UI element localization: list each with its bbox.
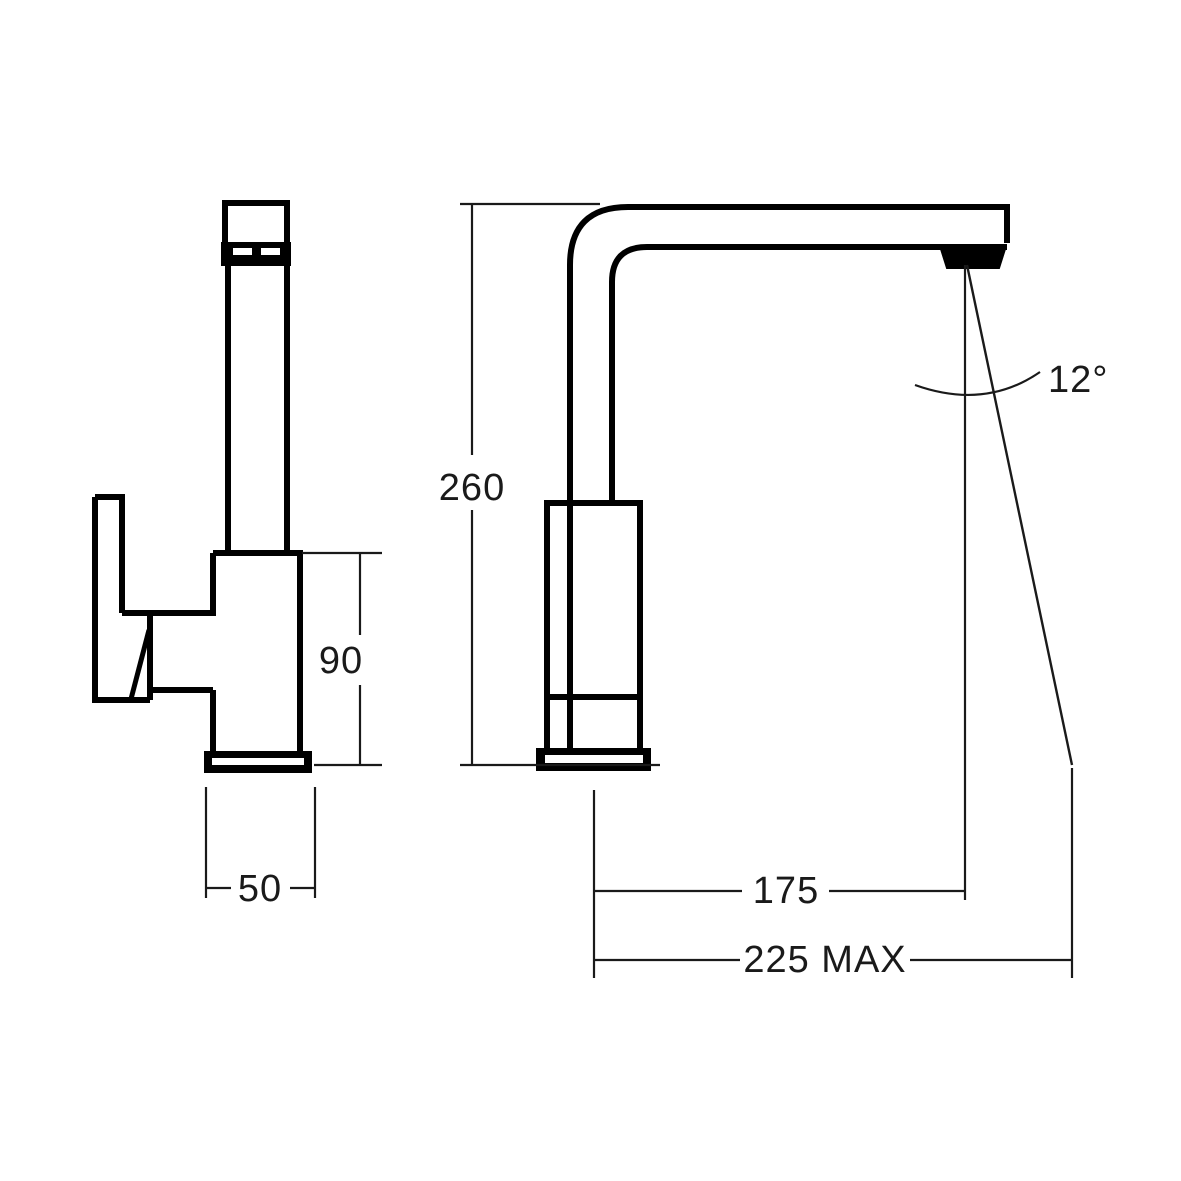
dim-90-label: 90 (319, 640, 363, 682)
dim-50-label: 50 (238, 868, 282, 910)
dim-260-label: 260 (439, 467, 505, 509)
dim-12deg-label: 12° (1048, 359, 1108, 401)
side-view-slot-left (233, 248, 252, 255)
front-view-group (536, 204, 1010, 771)
front-view-dimensions: 260 175 225 MAX 12° (439, 202, 1108, 981)
side-view-dimensions: 90 50 (204, 551, 382, 910)
front-view-base-flange-gap (545, 755, 643, 763)
front-view-spout-outer (567, 204, 1010, 765)
front-view-body (544, 500, 643, 760)
front-view-aerator (939, 248, 1007, 269)
angle-leader-line (965, 264, 1074, 766)
side-view-top-cap (222, 200, 290, 248)
side-view-base-flange-gap (212, 758, 304, 765)
side-view-handle-blade (92, 494, 150, 703)
side-view-body-outline (210, 550, 303, 763)
side-view-column (225, 263, 290, 553)
angle-arc (914, 371, 1041, 396)
side-view-slot-right (261, 248, 280, 255)
dim-225max-label: 225 MAX (743, 939, 906, 981)
dim-175-label: 175 (753, 870, 819, 912)
side-view-body-steps (150, 553, 216, 760)
side-view-handle-diagonal (128, 629, 152, 700)
front-view-spout-inner (609, 244, 960, 505)
side-view-group (92, 200, 312, 773)
